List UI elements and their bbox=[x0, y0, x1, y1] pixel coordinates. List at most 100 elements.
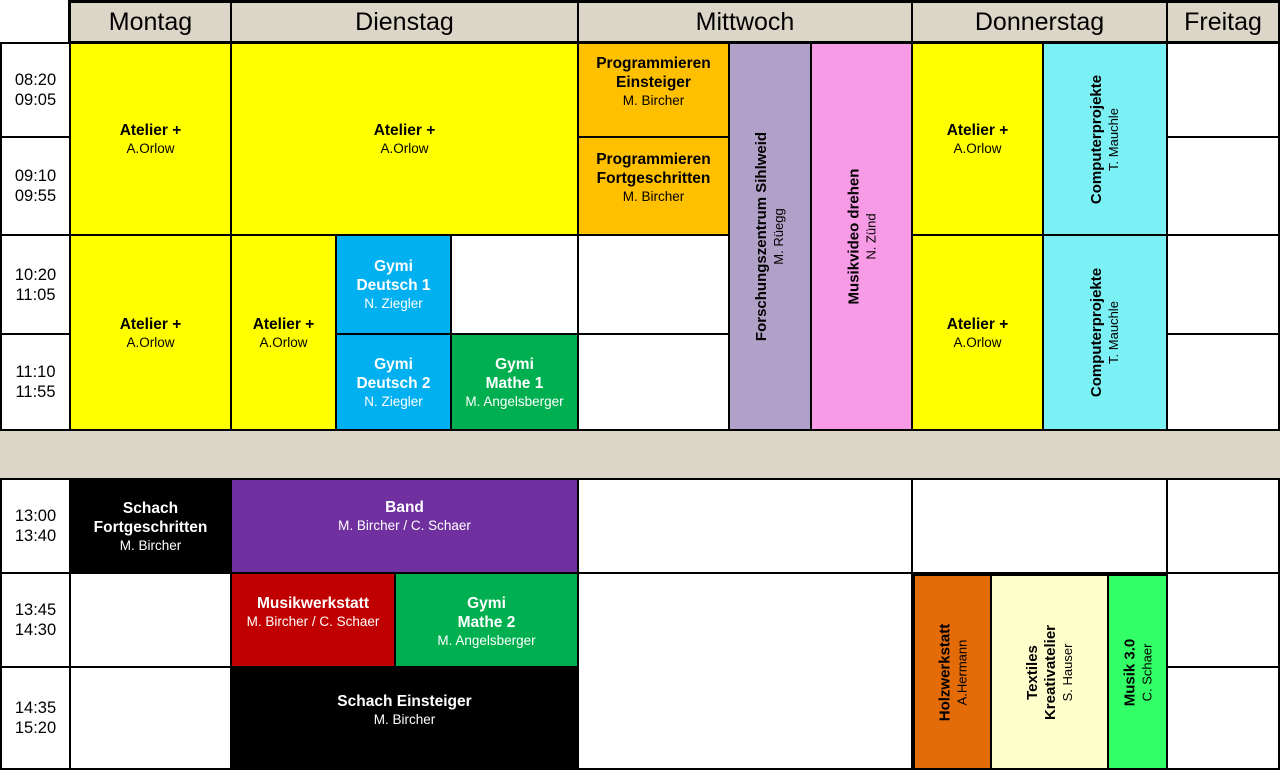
empty-cell bbox=[1166, 136, 1280, 236]
course-teacher: M. Bircher bbox=[622, 189, 685, 204]
course-teacher: C. Schaer bbox=[1139, 643, 1154, 701]
time-start: 13:45 bbox=[14, 601, 57, 619]
course-teacher: A.Orlow bbox=[953, 334, 1002, 350]
course-dienstag-atelier-1[interactable]: Atelier + A.Orlow bbox=[230, 42, 579, 236]
time-end: 09:55 bbox=[14, 187, 57, 205]
time-slot-7: 14:35 15:20 bbox=[0, 666, 71, 770]
course-title-line2: Mathe 1 bbox=[485, 374, 544, 392]
course-title-line2: Einsteiger bbox=[616, 74, 691, 91]
time-slot-4: 11:10 11:55 bbox=[0, 333, 71, 431]
time-start: 13:00 bbox=[14, 507, 57, 525]
course-teacher: N. Ziegler bbox=[364, 393, 423, 409]
empty-cell bbox=[1166, 42, 1280, 138]
course-teacher: M. Angelsberger bbox=[465, 393, 564, 409]
course-title: Atelier + bbox=[119, 122, 182, 139]
empty-cell bbox=[1166, 234, 1280, 335]
empty-cell bbox=[1166, 478, 1280, 574]
course-montag-atelier-2[interactable]: Atelier + A.Orlow bbox=[69, 234, 232, 431]
course-title: Computerprojekte bbox=[1088, 74, 1106, 204]
course-dienstag-atelier-2[interactable]: Atelier + A.Orlow bbox=[230, 234, 337, 431]
course-donnerstag-atelier-1[interactable]: Atelier + A.Orlow bbox=[911, 42, 1044, 236]
course-teacher: T. Mauchle bbox=[1106, 301, 1122, 364]
course-teacher: M. Bircher bbox=[622, 93, 685, 108]
time-end: 09:05 bbox=[14, 91, 57, 109]
time-end: 13:40 bbox=[14, 527, 57, 545]
course-montag-atelier-1[interactable]: Atelier + A.Orlow bbox=[69, 42, 232, 236]
course-teacher: A.Orlow bbox=[953, 141, 1002, 156]
time-start: 08:20 bbox=[14, 71, 57, 89]
course-teacher: M. Bircher bbox=[373, 712, 436, 727]
course-mittwoch-musikvideo[interactable]: Musikvideo drehen N. Zünd bbox=[810, 42, 913, 431]
course-title-line1: Gymi bbox=[374, 258, 413, 275]
course-donnerstag-computerprojekte-1[interactable]: Computerprojekte T. Mauchle bbox=[1042, 42, 1168, 236]
time-slot-1: 08:20 09:05 bbox=[0, 42, 71, 138]
course-title: Computerprojekte bbox=[1088, 267, 1106, 398]
course-teacher: M. Bircher / C. Schaer bbox=[338, 518, 471, 533]
course-title: Atelier + bbox=[252, 315, 315, 333]
time-start: 14:35 bbox=[14, 699, 57, 717]
empty-cell bbox=[1166, 666, 1280, 770]
course-dienstag-gymi-mathe-2[interactable]: Gymi Mathe 2 M. Angelsberger bbox=[394, 572, 579, 668]
course-dienstag-band[interactable]: Band M. Bircher / C. Schaer bbox=[230, 478, 579, 574]
course-teacher: A.Hermann bbox=[954, 639, 969, 705]
course-title-line2: Fortgeschritten bbox=[93, 518, 208, 536]
course-teacher: M. Angelsberger bbox=[437, 633, 536, 648]
day-header-donnerstag: Donnerstag bbox=[911, 0, 1168, 44]
time-end: 11:05 bbox=[15, 285, 56, 304]
course-title: Atelier + bbox=[946, 315, 1009, 333]
course-teacher: M. Rüegg bbox=[771, 208, 787, 265]
course-title: Musik 3.0 bbox=[1121, 638, 1138, 706]
course-teacher: A.Orlow bbox=[259, 334, 308, 350]
course-title-line1: Programmieren bbox=[596, 55, 711, 72]
course-teacher: T. Mauchle bbox=[1106, 107, 1122, 171]
course-title-line1: Schach bbox=[122, 499, 179, 517]
course-dienstag-schach-einsteiger[interactable]: Schach Einsteiger M. Bircher bbox=[230, 666, 579, 770]
course-dienstag-gymi-deutsch-2[interactable]: Gymi Deutsch 2 N. Ziegler bbox=[335, 333, 452, 431]
course-title: Atelier + bbox=[946, 122, 1009, 139]
course-donnerstag-musik-3-0[interactable]: Musik 3.0 C. Schaer bbox=[1107, 574, 1168, 770]
day-header-dienstag: Dienstag bbox=[230, 0, 579, 44]
course-title: Atelier + bbox=[373, 122, 436, 139]
course-title: Holzwerkstatt bbox=[936, 623, 953, 721]
time-end: 14:30 bbox=[14, 621, 57, 639]
course-title-line2: Mathe 2 bbox=[457, 614, 516, 631]
empty-cell bbox=[450, 234, 579, 335]
course-title-line2: Kreativatelier bbox=[1042, 624, 1059, 720]
course-teacher: A.Orlow bbox=[380, 141, 429, 156]
empty-cell bbox=[577, 333, 730, 431]
course-teacher: N. Zünd bbox=[863, 213, 878, 260]
course-title-line1: Gymi bbox=[467, 595, 506, 612]
course-teacher: M. Bircher / C. Schaer bbox=[246, 614, 380, 629]
course-title-line2: Fortgeschritten bbox=[596, 170, 711, 187]
course-donnerstag-computerprojekte-2[interactable]: Computerprojekte T. Mauchle bbox=[1042, 234, 1168, 431]
course-donnerstag-atelier-2[interactable]: Atelier + A.Orlow bbox=[911, 234, 1044, 431]
course-montag-schach[interactable]: Schach Fortgeschritten M. Bircher bbox=[69, 478, 232, 574]
course-donnerstag-holzwerkstatt[interactable]: Holzwerkstatt A.Hermann bbox=[913, 574, 992, 770]
course-dienstag-gymi-deutsch-1[interactable]: Gymi Deutsch 1 N. Ziegler bbox=[335, 234, 452, 335]
time-slot-2: 09:10 09:55 bbox=[0, 136, 71, 236]
course-donnerstag-textiles-kreativatelier[interactable]: Textiles Kreativatelier S. Hauser bbox=[990, 574, 1109, 770]
time-slot-3: 10:20 11:05 bbox=[0, 234, 71, 335]
course-title: Forschungszentrum Sihlweid bbox=[753, 131, 771, 342]
empty-cell bbox=[577, 572, 913, 770]
day-header-montag: Montag bbox=[69, 0, 232, 44]
day-header-mittwoch: Mittwoch bbox=[577, 0, 913, 44]
course-mittwoch-forschungszentrum[interactable]: Forschungszentrum Sihlweid M. Rüegg bbox=[728, 42, 812, 431]
course-teacher: M. Bircher bbox=[119, 537, 182, 553]
course-mittwoch-programmieren-fortgeschritten[interactable]: Programmieren Fortgeschritten M. Bircher bbox=[577, 136, 730, 236]
course-title: Schach Einsteiger bbox=[337, 693, 472, 710]
empty-cell bbox=[69, 572, 232, 668]
course-dienstag-gymi-mathe-1[interactable]: Gymi Mathe 1 M. Angelsberger bbox=[450, 333, 579, 431]
empty-cell bbox=[1166, 572, 1280, 668]
course-dienstag-musikwerkstatt[interactable]: Musikwerkstatt M. Bircher / C. Schaer bbox=[230, 572, 396, 668]
course-title: Musikwerkstatt bbox=[257, 595, 369, 612]
time-slot-6: 13:45 14:30 bbox=[0, 572, 71, 668]
empty-cell bbox=[911, 478, 1168, 574]
course-title-line1: Gymi bbox=[374, 355, 413, 373]
time-end: 15:20 bbox=[14, 719, 57, 737]
header-corner bbox=[0, 0, 70, 44]
course-teacher: S. Hauser bbox=[1060, 643, 1075, 701]
course-teacher: A.Orlow bbox=[126, 334, 175, 350]
course-mittwoch-programmieren-einsteiger[interactable]: Programmieren Einsteiger M. Bircher bbox=[577, 42, 730, 138]
course-title: Musikvideo drehen bbox=[845, 168, 862, 305]
